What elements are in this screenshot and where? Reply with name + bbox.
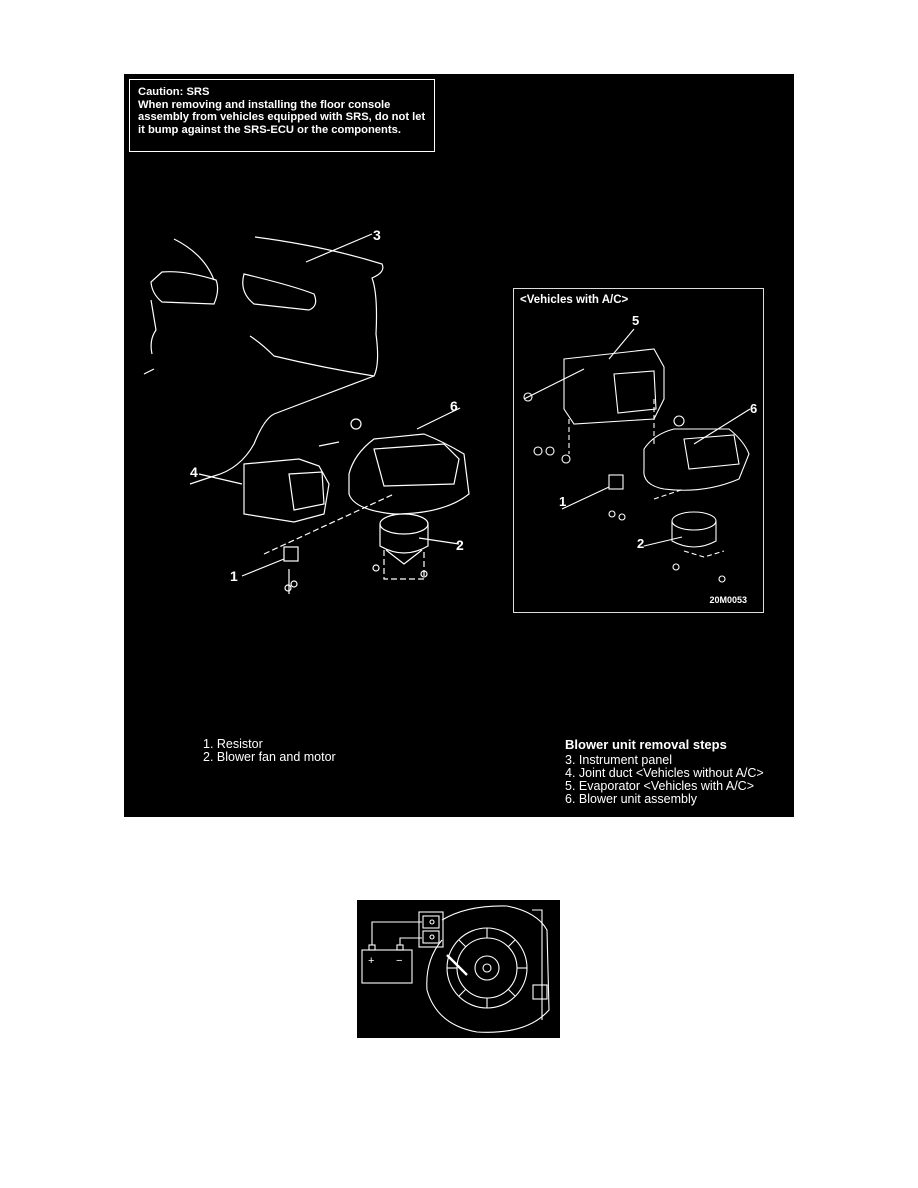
removal-step: 3. Instrument panel — [565, 753, 673, 767]
battery-minus-label: − — [396, 955, 403, 967]
callout-2: 2 — [456, 537, 464, 553]
inset-vehicles-with-ac: <Vehicles with A/C> — [513, 288, 764, 613]
legend-item: 1. Resistor — [203, 737, 263, 751]
removal-step: 6. Blower unit assembly — [565, 792, 698, 806]
removal-steps-legend: Blower unit removal steps 3. Instrument … — [565, 738, 764, 806]
callout-4: 4 — [190, 464, 198, 480]
callout-6: 6 — [450, 398, 458, 414]
inset-callout-6: 6 — [750, 401, 758, 416]
exploded-view-illustration — [143, 233, 470, 594]
figure-code: 20M0053 — [709, 595, 747, 605]
blower-motor-test-figure: + − — [357, 900, 560, 1038]
battery-plus-label: + — [368, 955, 375, 967]
caution-body: When removing and installing the floor c… — [138, 98, 426, 136]
callout-1: 1 — [230, 568, 238, 584]
inset-callout-1: 1 — [559, 494, 567, 509]
removal-step: 5. Evaporator <Vehicles with A/C> — [565, 779, 754, 793]
inset-title: <Vehicles with A/C> — [520, 294, 629, 306]
inset-callout-5: 5 — [632, 313, 640, 328]
blower-motor-test-illustration — [361, 905, 550, 1033]
removal-step: 4. Joint duct <Vehicles without A/C> — [565, 766, 764, 780]
removal-steps-heading: Blower unit removal steps — [565, 737, 727, 752]
component-legend: 1. Resistor 2. Blower fan and motor — [203, 738, 336, 764]
caution-box: Caution: SRS When removing and installin… — [129, 79, 435, 152]
inset-callout-2: 2 — [637, 536, 645, 551]
inset-illustration — [523, 328, 751, 583]
callout-3: 3 — [373, 227, 381, 243]
caution-title: Caution: SRS — [138, 86, 210, 98]
blower-unit-diagram-panel: Caution: SRS When removing and installin… — [124, 74, 794, 817]
legend-item: 2. Blower fan and motor — [203, 750, 336, 764]
